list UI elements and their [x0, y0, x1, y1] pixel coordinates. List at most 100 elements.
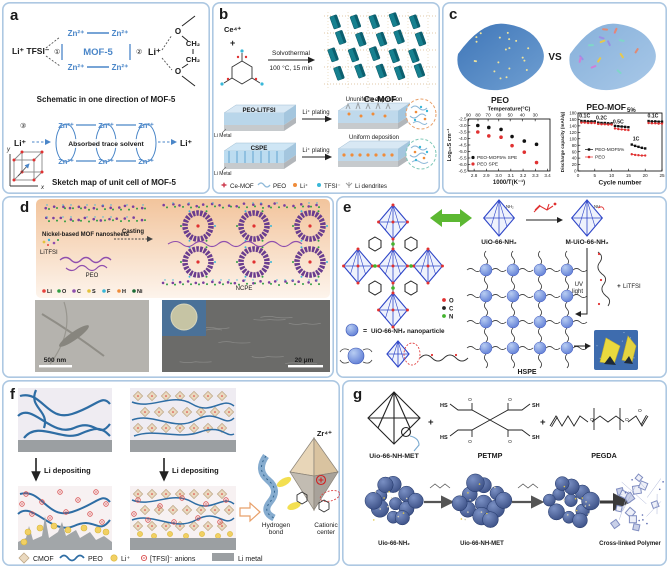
panel-g: g Uio-66-NH-MET + HS HS SH SH O O O O PE…: [342, 380, 667, 566]
svg-text:2.8: 2.8: [471, 173, 478, 178]
axis-y-label: y: [6, 147, 11, 153]
svg-text:70: 70: [486, 113, 492, 118]
tfsi-marker-icon: [317, 183, 321, 187]
li-label: Li⁺: [148, 47, 161, 57]
litfsi-label: LiTFSI: [623, 284, 641, 290]
pegda-oxygens: [597, 252, 603, 306]
nanoparticle-legend: = UiO-66-NH₂ nanoparticle: [345, 323, 445, 337]
cluster1-label: Uio-66-NH₂: [378, 541, 410, 547]
equals-sign: =: [363, 328, 367, 335]
svg-text:-5.5: -5.5: [459, 156, 467, 161]
plus-sign: +: [617, 283, 621, 290]
svg-text:120: 120: [569, 130, 577, 135]
uio66-nh2-cluster-illustration: [364, 475, 424, 526]
legend-cmof: CMOF: [33, 556, 54, 563]
oxygen-label: O: [638, 408, 642, 414]
li-tfsi-label: Li⁺ TFSI⁻: [12, 46, 50, 56]
panel-b-legend: Ce-MOF PEO Li⁺ TFSI⁻ Li dendrites: [220, 182, 387, 190]
uniform-deposition-label: Uniform deposition: [349, 135, 399, 141]
ununiform-deposition-label: Ununiform deposition: [346, 97, 403, 103]
plus-sign: +: [428, 417, 434, 428]
svg-text:0: 0: [574, 169, 577, 174]
peo-label: PEO: [86, 273, 99, 279]
oxygen-label: O: [468, 439, 472, 445]
cmof-before-deposition-box: [130, 388, 236, 452]
svg-text:180: 180: [569, 111, 577, 116]
li-metal-label: Li Metal: [214, 171, 232, 177]
svg-text:-5.0: -5.0: [459, 149, 467, 154]
condition-label: 100 °C, 15 min: [269, 64, 312, 72]
svg-text:160: 160: [569, 117, 577, 122]
uio66-nh2-label: UiO-66-NH₂: [481, 239, 517, 246]
panel-f-label: f: [10, 386, 16, 403]
membrane-photo: [594, 330, 638, 370]
cmof-marker-icon: [18, 552, 30, 564]
petmp-molecule-illustration: HS HS SH SH O O O O: [440, 397, 540, 445]
svg-text:0.2C: 0.2C: [596, 115, 607, 121]
peo-litfsi-electrolyte-slab: PEO-LiTFSI Li Metal: [214, 104, 297, 139]
svg-text:Log₁₀S cm⁻¹: Log₁₀S cm⁻¹: [446, 128, 453, 161]
svg-text:3.2: 3.2: [520, 173, 527, 178]
svg-text:-2.5: -2.5: [459, 117, 467, 122]
panel-f-legend: CMOF PEO Li⁺ [TFSI]⁻ anions Li metal: [18, 552, 263, 564]
zn-label: Zn²⁺: [68, 63, 85, 72]
zn-label: Zn²⁺: [98, 121, 114, 130]
svg-text:30: 30: [533, 113, 539, 118]
svg-text:Temperature(°C): Temperature(°C): [488, 107, 531, 113]
petmp-label: PETMP: [478, 451, 503, 460]
svg-text:60: 60: [572, 149, 577, 154]
li-depositing-label: Li depositing: [172, 466, 219, 475]
pegda-molecule-illustration: [597, 251, 611, 307]
circled-2: ②: [136, 48, 142, 56]
oxygen-label: O: [590, 417, 594, 423]
peo-membrane-illustration: [457, 23, 544, 91]
vs-label: VS: [548, 52, 562, 63]
legend-dendrites: Li dendrites: [355, 183, 387, 190]
svg-text:1C: 1C: [633, 136, 640, 142]
sem-image-left: 500 nm: [35, 300, 149, 372]
svg-text:10: 10: [609, 173, 615, 178]
svg-text:Discharge capacity (mAh/g): Discharge capacity (mAh/g): [560, 111, 565, 172]
panel-a-label: a: [10, 7, 19, 24]
legend-li: Li⁺: [300, 183, 308, 190]
panel-a: a Li⁺ TFSI⁻ ① Zn²⁺ Zn²⁺ Zn²⁺ Zn²⁺ MOF-5 …: [2, 2, 210, 194]
svg-text:80: 80: [475, 113, 481, 118]
svg-text:25: 25: [659, 173, 665, 178]
svg-text:20: 20: [572, 162, 577, 167]
thiol-label: HS: [440, 403, 448, 409]
panel-b: b Ce⁴⁺ + Solvothermal 100 °C, 15 min Ce-…: [212, 2, 440, 194]
ce-mof-marker-icon: [220, 182, 228, 188]
reacted-cluster-illustration: [543, 476, 600, 529]
pegda-label: PEGDA: [591, 451, 617, 460]
legend-peo: PEO: [88, 556, 103, 563]
svg-text:3.0: 3.0: [495, 173, 502, 178]
zn-label: Zn²⁺: [98, 157, 114, 166]
svg-text:1000/T(K⁻¹): 1000/T(K⁻¹): [493, 179, 525, 186]
li-label: Li⁺: [14, 138, 27, 148]
peo-mof-subscript: 5%: [627, 108, 636, 114]
solvothermal-label: Solvothermal: [272, 50, 310, 57]
scale-bar-left-label: 500 nm: [44, 357, 67, 364]
uio66-nh-met-octahedron: [367, 391, 421, 452]
litfsi-molecule-illustration: [42, 238, 59, 246]
ncpe-structure-illustration: [167, 210, 328, 278]
caption-direction: Schematic in one direction of MOF-5: [37, 95, 176, 104]
legend-peo: PEO: [273, 183, 286, 190]
tfsi-marker-icon: [140, 554, 148, 562]
uniform-inset-illustration: [405, 138, 437, 170]
svg-text:-6.0: -6.0: [459, 162, 467, 167]
svg-text:PEO-MOF5%: PEO-MOF5%: [595, 147, 625, 153]
panel-c-label: c: [449, 6, 457, 23]
zr-ion-label: Zr⁴⁺: [317, 429, 332, 438]
li-ion-marker-icon: [293, 183, 297, 187]
peo-chain-illustration: [65, 264, 108, 272]
legend-limetal: Li metal: [238, 556, 263, 563]
peo-mof-membrane-label: PEO-MOF: [586, 102, 626, 112]
plus-sign: +: [230, 38, 235, 48]
ch2-label: CH₂: [186, 39, 200, 48]
svg-text:PEO SPE: PEO SPE: [477, 162, 498, 168]
mof5-unitcell-schematic: ③ Li⁺ Zn²⁺ Zn²⁺ Zn²⁺ Zn²⁺ Zn²⁺ Zn²⁺ Abso…: [14, 121, 193, 166]
